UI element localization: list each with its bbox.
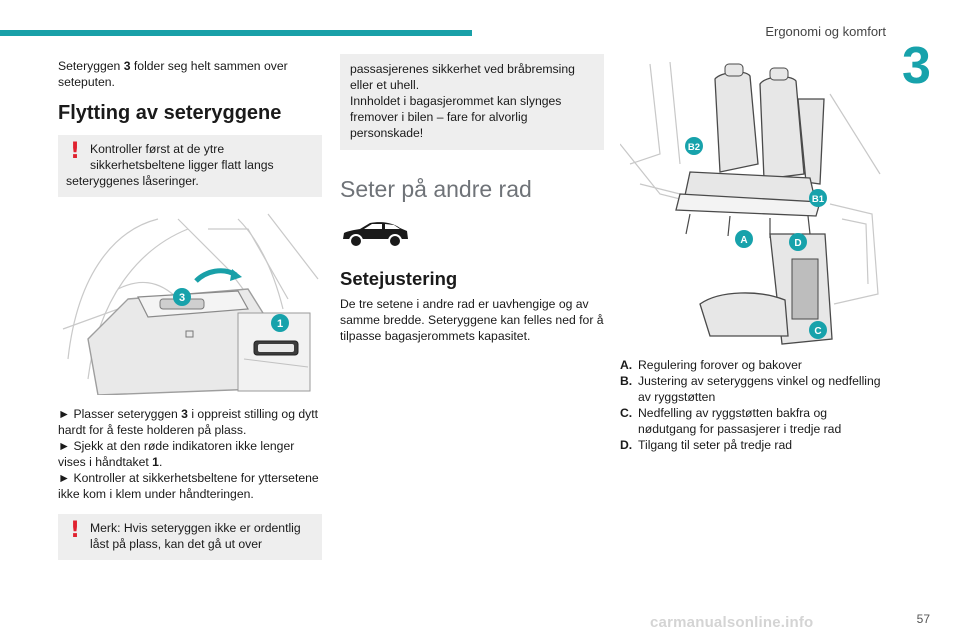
warning-continuation-box: passasjerenes sikkerhet ved bråbremsing …	[340, 54, 604, 150]
instruction-item: ► Plasser seteryggen 3 i oppreist stilli…	[58, 407, 319, 437]
column-left: Seteryggen 3 folder seg helt sammen over…	[58, 58, 322, 560]
column-right: B2 B1 A D C A.Regulering forover og bako…	[619, 54, 888, 453]
section-heading: Seter på andre rad	[340, 176, 532, 202]
warning-box: ! Merk: Hvis seteryggen ikke er ordentli…	[58, 514, 322, 560]
legend-item: B.Justering av seteryggens vinkel og ned…	[620, 374, 881, 404]
chapter-tab	[894, 42, 960, 94]
header-accent-bar	[0, 30, 472, 36]
instruction-item: ► Kontroller at sikkerhetsbeltene for yt…	[58, 471, 319, 501]
legend-item: C.Nedfelling av ryggstøtten bakfra og nø…	[620, 406, 842, 436]
figure-badge-b2: B2	[688, 142, 700, 153]
page-header-title: Ergonomi og komfort	[765, 24, 886, 39]
car-icon	[340, 219, 604, 254]
instruction-list: ► Plasser seteryggen 3 i oppreist stilli…	[58, 406, 322, 502]
figure-legend: A.Regulering forover og bakover B.Juster…	[620, 357, 888, 453]
figure-badge-3: 3	[179, 292, 185, 304]
subsection-heading: Setejustering	[340, 268, 458, 289]
intro-paragraph: Seteryggen 3 folder seg helt sammen over…	[58, 59, 288, 89]
instruction-item: ► Sjekk at den røde indikatoren ikke len…	[58, 439, 295, 469]
section-heading: Flytting av seteryggene	[58, 102, 282, 124]
figure-badge-d: D	[794, 238, 801, 249]
figure-badge-c: C	[814, 326, 821, 337]
page-number: 57	[916, 612, 930, 626]
warning-icon: !	[70, 518, 81, 543]
seatback-illustration: 3 1	[58, 209, 322, 400]
watermark: carmanualsonline.info	[650, 614, 814, 631]
warning-continuation-text: passasjerenes sikkerhet ved bråbremsing …	[350, 62, 575, 140]
legend-item: D.Tilgang til seter på tredje rad	[620, 438, 793, 452]
chapter-number: 3	[902, 37, 931, 95]
legend-item: A.Regulering forover og bakover	[620, 358, 802, 372]
warning-box: ! Kontroller først at de ytre sikkerhets…	[58, 135, 322, 197]
figure-badge-1: 1	[277, 318, 283, 330]
figure-badge-a: A	[740, 235, 747, 246]
seat-adjustment-illustration: B2 B1 A D C	[619, 54, 888, 351]
description-paragraph: De tre setene i andre rad er uavhengige …	[340, 297, 604, 343]
figure-badge-b1: B1	[812, 194, 825, 205]
column-middle: passasjerenes sikkerhet ved bråbremsing …	[340, 54, 604, 344]
warning-icon: !	[70, 139, 81, 164]
